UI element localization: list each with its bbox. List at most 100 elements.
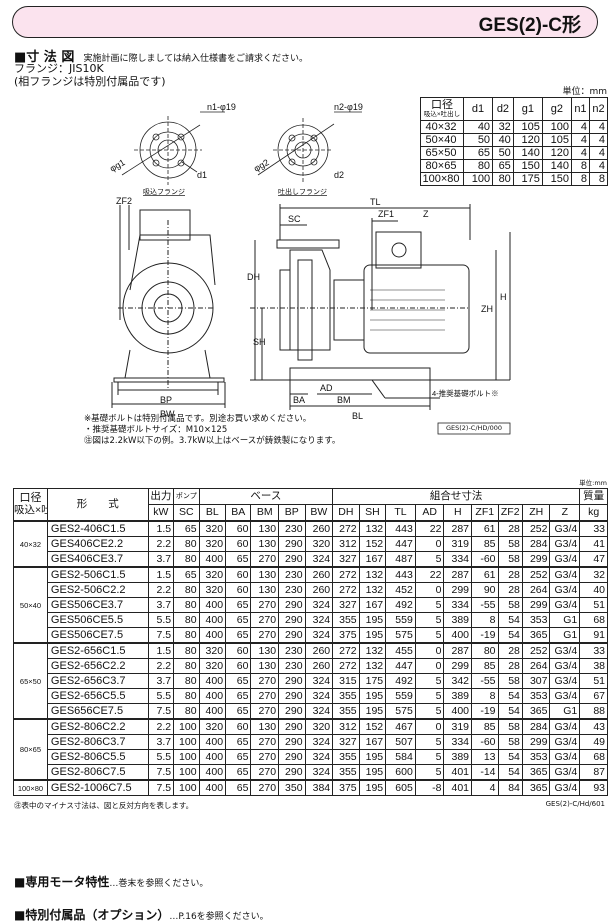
value-cell: 270 [250, 703, 280, 720]
value-cell: 272 [332, 642, 360, 659]
value-cell: -14 [471, 764, 499, 781]
value-cell: 299 [443, 658, 473, 674]
value-cell: 342 [443, 673, 473, 689]
value-cell: 264 [521, 582, 551, 598]
value-cell: 38 [579, 658, 608, 674]
g1-label: φg1 [108, 157, 127, 174]
value-cell: 28 [497, 520, 523, 537]
value-cell: 600 [385, 764, 416, 781]
value-cell: 299 [521, 734, 551, 750]
value-cell: 315 [332, 673, 360, 689]
value-cell: 22 [414, 520, 445, 537]
d1-label: d1 [197, 170, 207, 180]
discharge-flange-label: 吐出しフランジ [278, 187, 327, 196]
model-cell: GES2-806C3.7 [46, 734, 149, 750]
value-cell: -8 [414, 779, 445, 796]
value-cell: -60 [471, 551, 499, 568]
value-cell: 355 [332, 703, 360, 720]
value-cell: 324 [304, 764, 334, 781]
value-cell: 195 [358, 688, 387, 704]
value-cell: 195 [358, 779, 387, 796]
value-cell: 60 [225, 536, 252, 552]
note-base: ㊟図は2.2kW以下の例。3.7kW以上はベースが鋳鉄製になります。 [84, 436, 341, 446]
value-cell: 80 [173, 688, 200, 704]
value-cell: 290 [278, 688, 306, 704]
value-cell: 195 [358, 703, 387, 720]
dh-label: DH [247, 272, 260, 282]
value-cell: 167 [358, 597, 387, 613]
value-cell: 195 [358, 749, 387, 765]
table-code: GES(2)-C/Hd/601 [545, 800, 605, 808]
value-cell: 230 [278, 566, 306, 583]
value-cell: 49 [579, 734, 608, 750]
value-cell: 130 [250, 566, 280, 583]
value-cell: 152 [358, 536, 387, 552]
value-cell: 5 [414, 627, 445, 644]
value-cell: 230 [278, 582, 306, 598]
value-cell: 324 [304, 612, 334, 628]
value-cell: 400 [198, 764, 227, 781]
header-ba: BA [225, 504, 252, 522]
suction-flange-label: 吸込フランジ [143, 187, 185, 196]
value-cell: G3/4 [549, 582, 581, 598]
value-cell: 54 [497, 688, 523, 704]
value-cell: 2.2 [147, 658, 175, 674]
value-cell: 28 [497, 582, 523, 598]
value-cell: 167 [358, 734, 387, 750]
ad-label: AD [320, 383, 333, 393]
value-cell: 65 [225, 551, 252, 568]
value-cell: 290 [278, 612, 306, 628]
value-cell: 58 [497, 673, 523, 689]
value-cell: 7.5 [147, 627, 175, 644]
value-cell: 353 [521, 612, 551, 628]
value-cell: 93 [579, 779, 608, 796]
bore-cell: 50×40 [13, 566, 48, 644]
value-cell: 272 [332, 582, 360, 598]
model-cell: GES506CE3.7 [46, 597, 149, 613]
page-title: GES(2)-C形 [478, 15, 581, 36]
dimension-drawing: n1-φ19 n2-φ19 φg1 φg2 d1 d2 吸込フランジ 吐出しフラ… [108, 102, 511, 435]
header-mass: 質量 [579, 488, 608, 505]
value-cell: 400 [443, 627, 473, 644]
model-cell: GES2-656C5.5 [46, 688, 149, 704]
value-cell: 319 [443, 718, 473, 735]
value-cell: 290 [278, 627, 306, 644]
value-cell: 80 [173, 658, 200, 674]
value-cell: 324 [304, 749, 334, 765]
value-cell: 130 [250, 536, 280, 552]
value-cell: 8 [471, 688, 499, 704]
value-cell: 334 [443, 551, 473, 568]
value-cell: 290 [278, 764, 306, 781]
value-cell: 260 [304, 658, 334, 674]
value-cell: 355 [332, 688, 360, 704]
value-cell: 28 [497, 642, 523, 659]
value-cell: 401 [443, 779, 473, 796]
value-cell: 130 [250, 520, 280, 537]
model-cell: GES506CE7.5 [46, 627, 149, 644]
header-combo: 組合せ寸法 [332, 488, 581, 505]
value-cell: 312 [332, 536, 360, 552]
value-cell: 54 [497, 749, 523, 765]
sh-label: SH [253, 337, 266, 347]
value-cell: 299 [443, 582, 473, 598]
value-cell: G3/4 [549, 779, 581, 796]
value-cell: 132 [358, 658, 387, 674]
value-cell: 252 [521, 520, 551, 537]
value-cell: 51 [579, 597, 608, 613]
value-cell: 5 [414, 597, 445, 613]
zf2-label: ZF2 [116, 196, 132, 206]
value-cell: 270 [250, 688, 280, 704]
value-cell: G3/4 [549, 764, 581, 781]
value-cell: 60 [225, 658, 252, 674]
value-cell: 290 [278, 749, 306, 765]
bore-cell: 65×50 [13, 642, 48, 720]
value-cell: 54 [497, 764, 523, 781]
value-cell: G3/4 [549, 536, 581, 552]
